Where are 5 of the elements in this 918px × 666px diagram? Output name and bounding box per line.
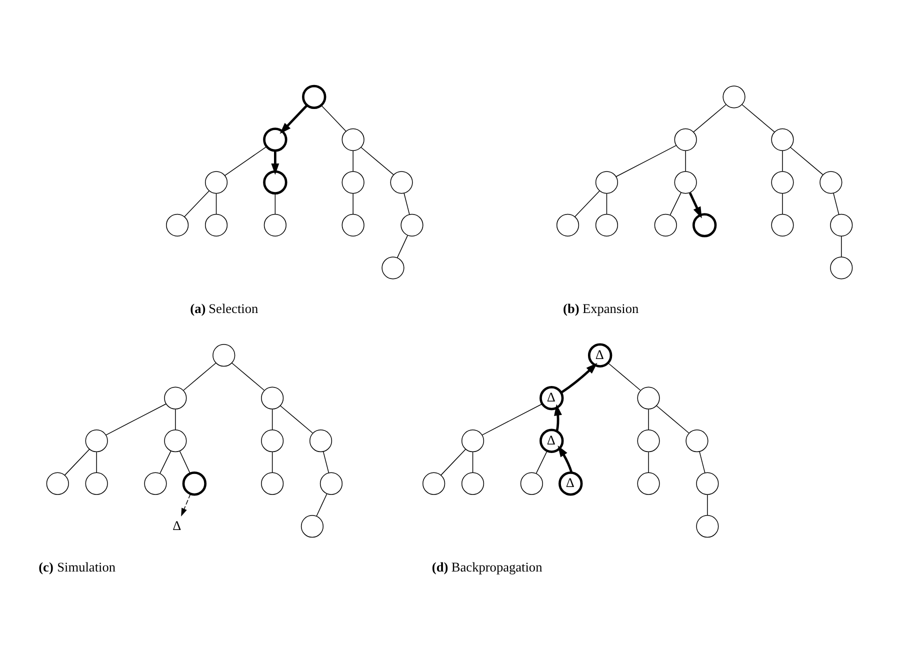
label: (d) Backpropagation	[432, 560, 542, 575]
label: (b) Expansion	[563, 301, 639, 316]
label: (a) Selection	[190, 301, 258, 316]
node-text: Δ	[172, 518, 182, 533]
label: (c) Simulation	[38, 560, 116, 575]
